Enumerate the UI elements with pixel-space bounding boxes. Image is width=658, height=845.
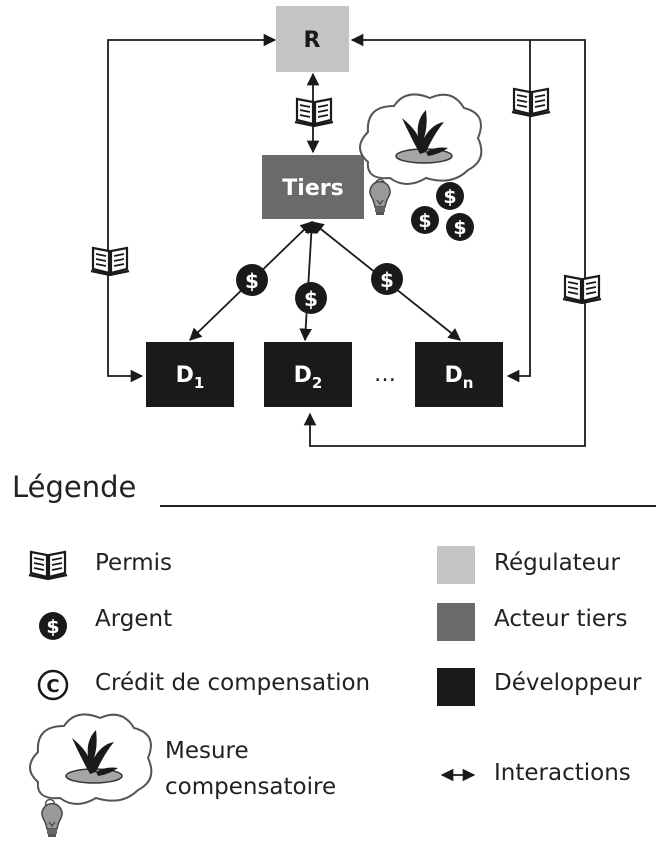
- svg-text:$: $: [46, 616, 59, 638]
- book-icon: [561, 274, 603, 305]
- book-icon: [27, 550, 69, 581]
- svg-text:$: $: [443, 186, 456, 208]
- legend-credit-label: Crédit de compensation: [95, 670, 371, 696]
- legend-regulator-swatch: [437, 546, 475, 584]
- dollar-coin-icon: $: [236, 264, 268, 296]
- book-icon: [89, 246, 131, 277]
- legend-title: Légende: [12, 470, 137, 504]
- developer-n-label: Dn: [445, 363, 474, 392]
- developer-node-n: [415, 342, 503, 407]
- dollar-coin-icon: $: [446, 213, 474, 241]
- dollar-coin-icon: $: [295, 282, 327, 314]
- dollar-coin-icon: $: [436, 182, 464, 210]
- book-icon: [510, 87, 552, 118]
- third-party-node: [262, 155, 364, 219]
- developer-node-2: [264, 342, 352, 407]
- permit-loop-lines: [107, 33, 586, 447]
- developer-node-1: [146, 342, 234, 407]
- ellipsis: …: [374, 362, 396, 387]
- svg-text:$: $: [245, 269, 259, 293]
- svg-text:$: $: [304, 287, 318, 311]
- svg-text:C: C: [46, 676, 59, 697]
- dollar-coin-icon: $: [411, 206, 439, 234]
- svg-text:$: $: [380, 268, 394, 292]
- lightbulb-icon: [41, 802, 63, 838]
- svg-text:$: $: [453, 217, 466, 239]
- regulator-label: R: [304, 28, 321, 53]
- legend-divider: [160, 505, 656, 507]
- book-icon: [293, 97, 335, 128]
- developer-2-label: D2: [294, 363, 323, 392]
- lightbulb-icon: [369, 180, 391, 216]
- legend-third-party-swatch: [437, 603, 475, 641]
- legend-third-party-label: Acteur tiers: [494, 606, 628, 632]
- legend-measure-label-line1: Mesure: [165, 738, 249, 764]
- legend-regulator-label: Régulateur: [494, 550, 620, 576]
- credit-c-icon: C: [37, 669, 69, 701]
- thought-cloud-plant-icon: [29, 713, 153, 810]
- legend-permit-label: Permis: [95, 550, 173, 576]
- legend-money-label: Argent: [95, 606, 173, 632]
- money-flow-lines: [189, 220, 461, 342]
- developer-1-label: D1: [176, 363, 205, 392]
- regulator-node: [276, 6, 349, 72]
- legend-interactions-label: Interactions: [494, 760, 631, 786]
- svg-text:$: $: [418, 210, 431, 232]
- thought-cloud-plant-icon: [359, 93, 483, 190]
- dollar-coin-icon: $: [39, 612, 67, 640]
- third-party-label: Tiers: [282, 176, 343, 201]
- dollar-coin-icon: $: [371, 263, 403, 295]
- legend-developer-swatch: [437, 668, 475, 706]
- legend-measure-label-line2: compensatoire: [165, 774, 337, 800]
- legend-developer-label: Développeur: [494, 670, 642, 696]
